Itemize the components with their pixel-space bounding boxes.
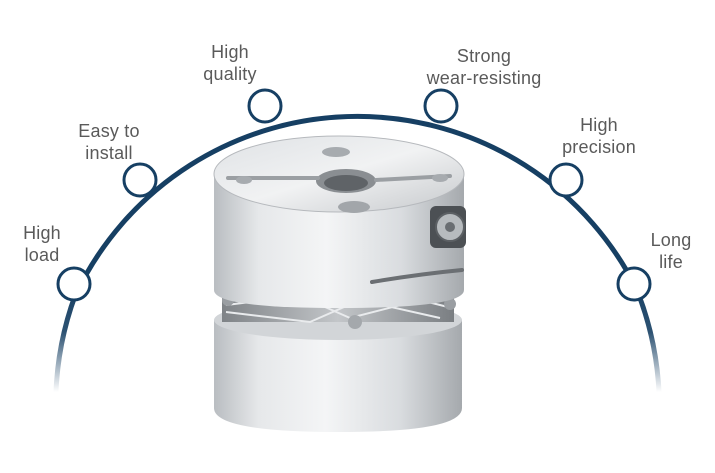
feature-label-line1: Easy to xyxy=(78,121,140,141)
feature-label-line1: High xyxy=(23,223,61,243)
coupling-screw-socket xyxy=(445,222,455,232)
feature-label-easy-to-install: Easy to install xyxy=(66,120,152,164)
feature-label-line2: load xyxy=(24,245,60,265)
feature-label-long-life: Long life xyxy=(639,229,703,273)
feature-label-line1: High xyxy=(211,42,249,62)
coupling-hole-back xyxy=(322,147,350,157)
coupling-disc-bolt-center xyxy=(348,315,362,329)
coupling-disc-bolt-right xyxy=(444,298,456,310)
coupling-hole-front xyxy=(338,201,370,213)
node-high-load xyxy=(56,266,92,302)
coupling-bore-inner xyxy=(324,175,368,191)
feature-label-line1: High xyxy=(580,115,618,135)
coupling-hole-left xyxy=(236,176,252,184)
feature-nodes xyxy=(56,88,652,302)
feature-label-strong-wear-resisting: Strong wear-resisting xyxy=(404,45,564,89)
feature-label-line1: Long xyxy=(650,230,692,250)
coupling-hole-right xyxy=(432,174,448,182)
node-high-precision xyxy=(548,162,584,198)
node-high-quality xyxy=(247,88,283,124)
node-easy-to-install xyxy=(122,162,158,198)
coupling-clamp-slit xyxy=(370,268,464,284)
arc-main xyxy=(72,114,643,298)
node-long-life xyxy=(616,266,652,302)
feature-label-line1: Strong xyxy=(456,46,512,66)
feature-label-line2: life xyxy=(659,252,683,272)
coupling-lower-body xyxy=(214,320,462,432)
feature-label-high-load: High load xyxy=(14,222,70,266)
feature-label-line2: precision xyxy=(562,137,636,157)
feature-label-high-precision: High precision xyxy=(549,114,649,158)
feature-label-line2: wear-resisting xyxy=(426,68,542,88)
feature-label-line2: install xyxy=(85,143,133,163)
coupling-image xyxy=(213,135,466,432)
node-strong-wear-resisting xyxy=(423,88,459,124)
feature-label-high-quality: High quality xyxy=(190,41,270,85)
feature-label-line2: quality xyxy=(203,64,257,84)
